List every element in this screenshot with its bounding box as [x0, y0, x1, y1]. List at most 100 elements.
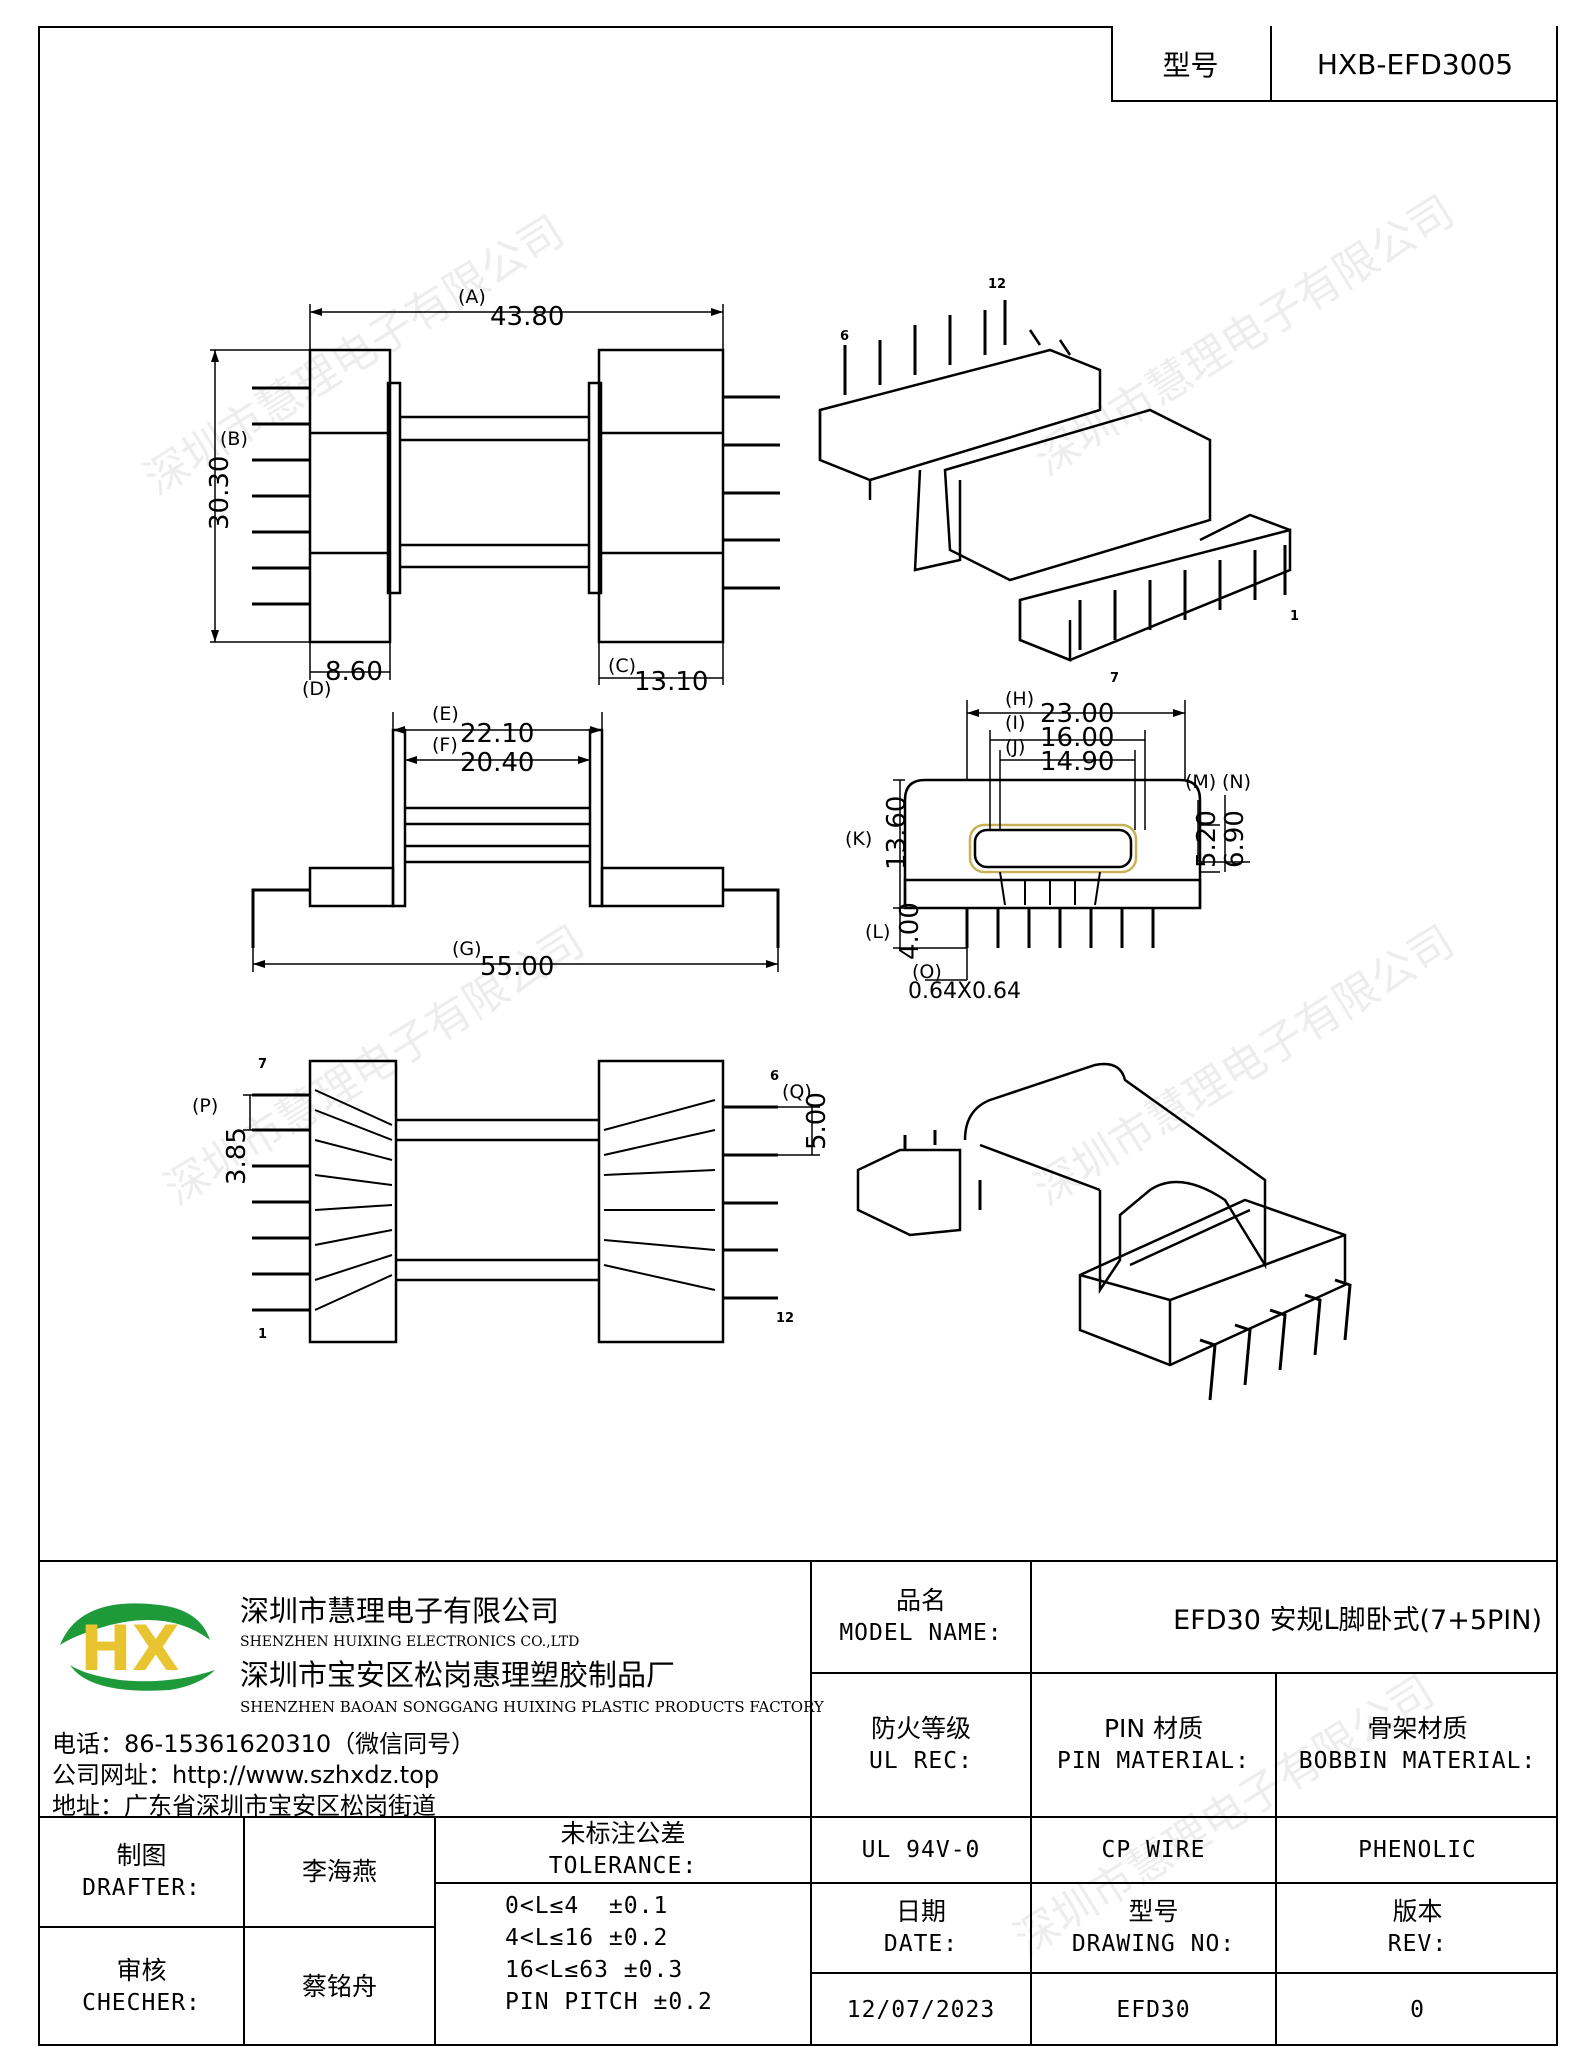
- pin-label: 1: [258, 1327, 267, 1342]
- factory-name-cn: 深圳市宝安区松岗惠理塑胶制品厂: [240, 1658, 676, 1692]
- dim-j-value: 14.90: [1040, 747, 1114, 777]
- drafter-label: 制图 DRAFTER:: [40, 1818, 243, 1926]
- drafter-name: 李海燕: [301, 1857, 377, 1886]
- technical-drawing: (A) 43.80 (B) 30.30 (D) 8.60 (C) 13.10 (…: [192, 277, 1352, 1401]
- dim-k-label: (K): [845, 828, 872, 850]
- rev-en: REV:: [1387, 1931, 1448, 1957]
- dim-d-label: (D): [302, 678, 331, 700]
- rev-value: 0: [1410, 1997, 1425, 2023]
- model-header-value: HXB-EFD3005: [1316, 47, 1514, 81]
- dim-a-label: (A): [458, 286, 486, 308]
- company-phone: 电话：86-15361620310（微信同号）: [52, 1730, 476, 1758]
- rev-label: 版本 REV:: [1277, 1884, 1558, 1972]
- checker-label: 审核 CHECHER:: [40, 1928, 243, 2046]
- tb-line: [38, 1816, 1558, 1818]
- dim-p-label: (P): [192, 1095, 218, 1117]
- model-header-divider: [1270, 26, 1272, 102]
- isometric-view-pins: [818, 300, 1292, 662]
- tb-line: [434, 1882, 1558, 1884]
- tb-line: [38, 1926, 434, 1928]
- dim-o-label: (O): [912, 961, 942, 983]
- model-name-en: MODEL NAME:: [839, 1620, 1003, 1646]
- tb-line: [243, 1816, 245, 2046]
- pin-label: 7: [258, 1057, 267, 1072]
- dim-n-value: 6.90: [1220, 810, 1250, 868]
- dim-l-value: 4.00: [895, 902, 925, 960]
- dim-m-label: (M): [1185, 771, 1216, 793]
- pin-material-value: CP WIRE: [1101, 1837, 1206, 1863]
- model-name-cn: 品名: [895, 1586, 946, 1615]
- bottom-view: [243, 1059, 820, 1344]
- drawing-no-en: DRAWING NO:: [1071, 1931, 1236, 1957]
- checker-name: 蔡铭舟: [301, 1972, 377, 2001]
- checker-en: CHECHER:: [82, 1990, 201, 2016]
- factory-name-en: SHENZHEN BAOAN SONGGANG HUIXING PLASTIC …: [240, 1698, 824, 1716]
- date-cn: 日期: [895, 1897, 946, 1926]
- bobbin-material-cn: 骨架材质: [1367, 1714, 1468, 1743]
- tb-line: [1030, 1560, 1032, 2046]
- company-address: 地址：广东省深圳市宝安区松岗街道: [52, 1792, 436, 1820]
- tb-line: [810, 1560, 812, 2046]
- dim-q-value: 5.00: [802, 1092, 832, 1150]
- dim-i-value: 16.00: [1040, 723, 1114, 753]
- checker-cn: 审核: [116, 1956, 167, 1985]
- dim-b-value: 30.30: [205, 456, 235, 530]
- dim-h-label: (H): [1005, 688, 1034, 710]
- pin-material-label: PIN 材质 PIN MATERIAL:: [1032, 1674, 1275, 1816]
- drawing-no-cn: 型号: [1128, 1897, 1179, 1926]
- dim-f-value: 20.40: [460, 748, 534, 778]
- company-website: 公司网址：http://www.szhxdz.top: [52, 1761, 440, 1789]
- date-en: DATE:: [883, 1931, 959, 1957]
- drawing-no-label: 型号 DRAWING NO:: [1032, 1884, 1275, 1972]
- model-name-value: EFD30 安规L脚卧式(7+5PIN): [1032, 1562, 1558, 1672]
- drawing-no-value: EFD30: [1116, 1997, 1191, 2023]
- model-name-label: 品名 MODEL NAME:: [812, 1562, 1030, 1672]
- logo-letter-h: HX: [80, 1612, 180, 1685]
- dim-o-value: 0.64X0.64: [908, 979, 1021, 1004]
- ul-rec-label: 防火等级 UL REC:: [812, 1674, 1030, 1816]
- isometric-view-bobbin: [856, 1062, 1352, 1401]
- model-name-value-text: EFD30 安规L脚卧式(7+5PIN): [1173, 1604, 1542, 1636]
- tolerance-item: 4<L≤16 ±0.2: [505, 1925, 669, 1951]
- pin-label: 6: [770, 1069, 779, 1084]
- dim-a-value: 43.80: [490, 302, 564, 332]
- dim-c-value: 13.10: [634, 667, 708, 697]
- dim-g-label: (G): [452, 938, 482, 960]
- dim-q-label: (Q): [782, 1081, 812, 1103]
- dim-l-label: (L): [865, 921, 890, 943]
- tolerance-item: PIN PITCH ±0.2: [505, 1989, 713, 2015]
- dim-n-label: (N): [1222, 771, 1251, 793]
- bobbin-material-en: BOBBIN MATERIAL:: [1298, 1748, 1537, 1774]
- top-view: [210, 304, 780, 685]
- dim-h-value: 23.00: [1040, 699, 1114, 729]
- company-name-cn: 深圳市慧理电子有限公司: [240, 1594, 560, 1628]
- date-label: 日期 DATE:: [812, 1884, 1030, 1972]
- tolerance-item: 16<L≤63 ±0.3: [505, 1957, 684, 1983]
- title-block: [38, 1560, 1558, 2046]
- pin-label: 7: [1110, 671, 1119, 686]
- pin-label: 12: [776, 1311, 794, 1326]
- model-header-label: 型号: [1162, 49, 1219, 82]
- dim-b-label: (B): [220, 428, 248, 450]
- tb-line: [810, 1972, 1558, 1974]
- dim-k-value: 13.60: [882, 796, 912, 870]
- pin-label: 6: [840, 329, 849, 344]
- dim-e-value: 22.10: [460, 719, 534, 749]
- tolerance-cn: 未标注公差: [560, 1819, 686, 1848]
- company-logo: HX: [60, 1603, 215, 1691]
- pin-material-en: PIN MATERIAL:: [1056, 1748, 1250, 1774]
- bobbin-material-label: 骨架材质 BOBBIN MATERIAL:: [1277, 1674, 1558, 1816]
- front-view: [893, 700, 1250, 981]
- company-name-en: SHENZHEN HUIXING ELECTRONICS CO.,LTD: [240, 1634, 580, 1650]
- drafter-en: DRAFTER:: [82, 1875, 201, 1901]
- tb-line: [1275, 1672, 1277, 2046]
- dim-i-label: (I): [1005, 712, 1025, 734]
- dim-m-value: 5.20: [1192, 810, 1222, 868]
- bobbin-material-value: PHENOLIC: [1358, 1837, 1477, 1863]
- tolerance-list: 0<L≤4 ±0.1 4<L≤16 ±0.2 16<L≤63 ±0.3 PIN …: [505, 1890, 805, 2018]
- tolerance-item: 0<L≤4 ±0.1: [505, 1893, 669, 1919]
- drafter-cn: 制图: [116, 1841, 167, 1870]
- ul-value: UL 94V-0: [861, 1837, 981, 1863]
- dim-g-value: 55.00: [480, 952, 554, 982]
- dim-j-label: (J): [1005, 736, 1025, 758]
